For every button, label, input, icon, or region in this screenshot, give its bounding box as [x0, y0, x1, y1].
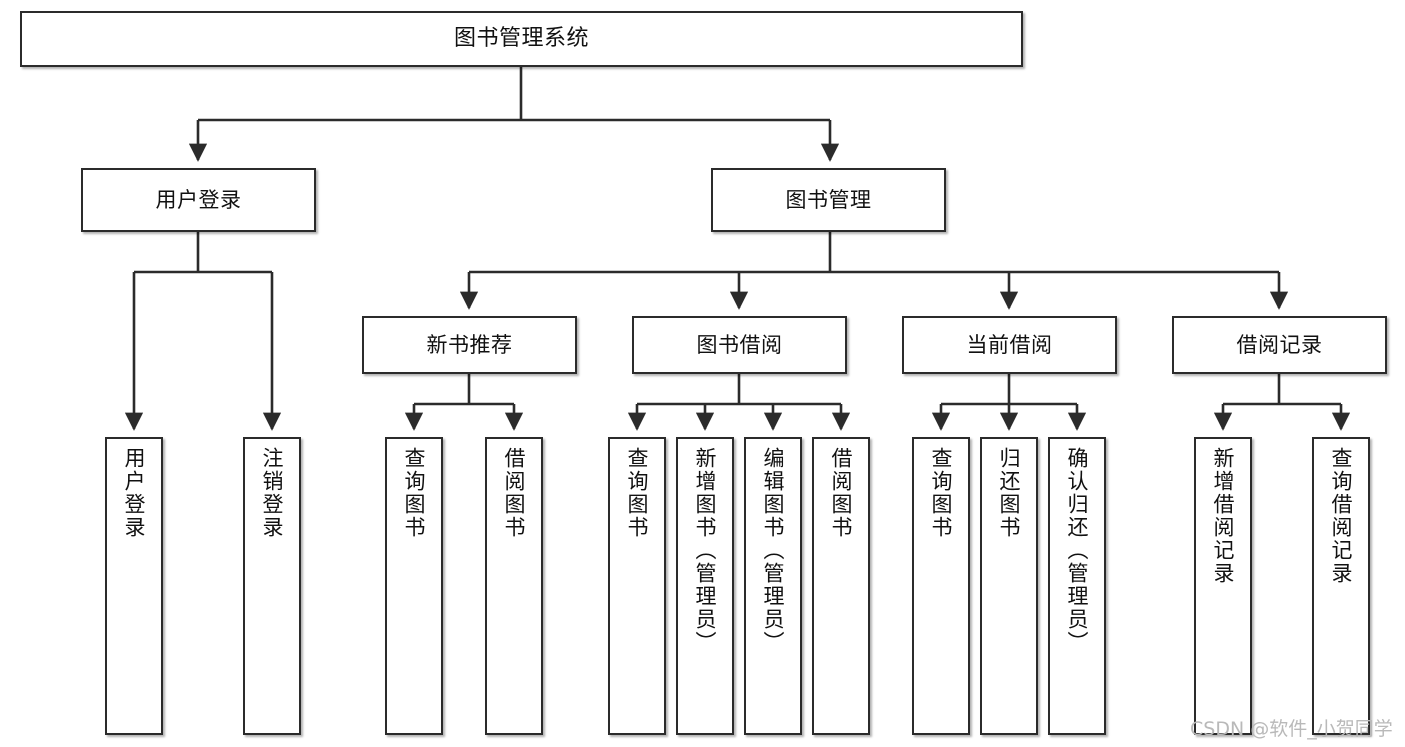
leaf-confirm-return[interactable]: 确认归还（管理员） [1048, 437, 1106, 735]
node-label: 归还图书 [997, 447, 1022, 539]
leaf-query-book-1[interactable]: 查询图书 [385, 437, 443, 735]
node-root-system[interactable]: 图书管理系统 [20, 11, 1023, 67]
node-label: 图书管理系统 [453, 26, 589, 52]
node-label: 新书推荐 [426, 332, 513, 357]
leaf-borrow-book-1[interactable]: 借阅图书 [485, 437, 543, 735]
node-label: 借阅记录 [1236, 332, 1323, 357]
node-borrow-record[interactable]: 借阅记录 [1172, 316, 1387, 374]
node-label: 新增图书（管理员） [693, 447, 718, 654]
node-label: 查询图书 [402, 447, 427, 539]
node-label: 借阅图书 [829, 447, 854, 539]
node-label: 当前借阅 [966, 332, 1053, 357]
node-label: 新增借阅记录 [1211, 447, 1236, 585]
node-label: 查询图书 [625, 447, 650, 539]
node-label: 用户登录 [155, 187, 242, 212]
node-label: 编辑图书（管理员） [761, 447, 786, 654]
node-label: 查询借阅记录 [1329, 447, 1354, 585]
leaf-borrow-book-2[interactable]: 借阅图书 [812, 437, 870, 735]
leaf-query-record[interactable]: 查询借阅记录 [1312, 437, 1370, 735]
node-book-manage[interactable]: 图书管理 [711, 168, 946, 232]
node-current-borrow[interactable]: 当前借阅 [902, 316, 1117, 374]
leaf-query-book-3[interactable]: 查询图书 [912, 437, 970, 735]
node-book-borrow[interactable]: 图书借阅 [632, 316, 847, 374]
leaf-add-record[interactable]: 新增借阅记录 [1194, 437, 1252, 735]
node-label: 确认归还（管理员） [1065, 447, 1090, 654]
node-label: 用户登录 [122, 447, 147, 539]
node-label: 借阅图书 [502, 447, 527, 539]
watermark: CSDN @软件_小贺同学 [1190, 718, 1393, 740]
node-user-login[interactable]: 用户登录 [81, 168, 316, 232]
leaf-edit-book[interactable]: 编辑图书（管理员） [744, 437, 802, 735]
leaf-logout-login[interactable]: 注销登录 [243, 437, 301, 735]
leaf-user-login[interactable]: 用户登录 [105, 437, 163, 735]
node-label: 注销登录 [260, 447, 285, 539]
node-label: 查询图书 [929, 447, 954, 539]
leaf-return-book[interactable]: 归还图书 [980, 437, 1038, 735]
node-label: 图书管理 [785, 187, 872, 212]
leaf-query-book-2[interactable]: 查询图书 [608, 437, 666, 735]
node-new-book-recommend[interactable]: 新书推荐 [362, 316, 577, 374]
leaf-add-book[interactable]: 新增图书（管理员） [676, 437, 734, 735]
node-label: 图书借阅 [696, 332, 783, 357]
